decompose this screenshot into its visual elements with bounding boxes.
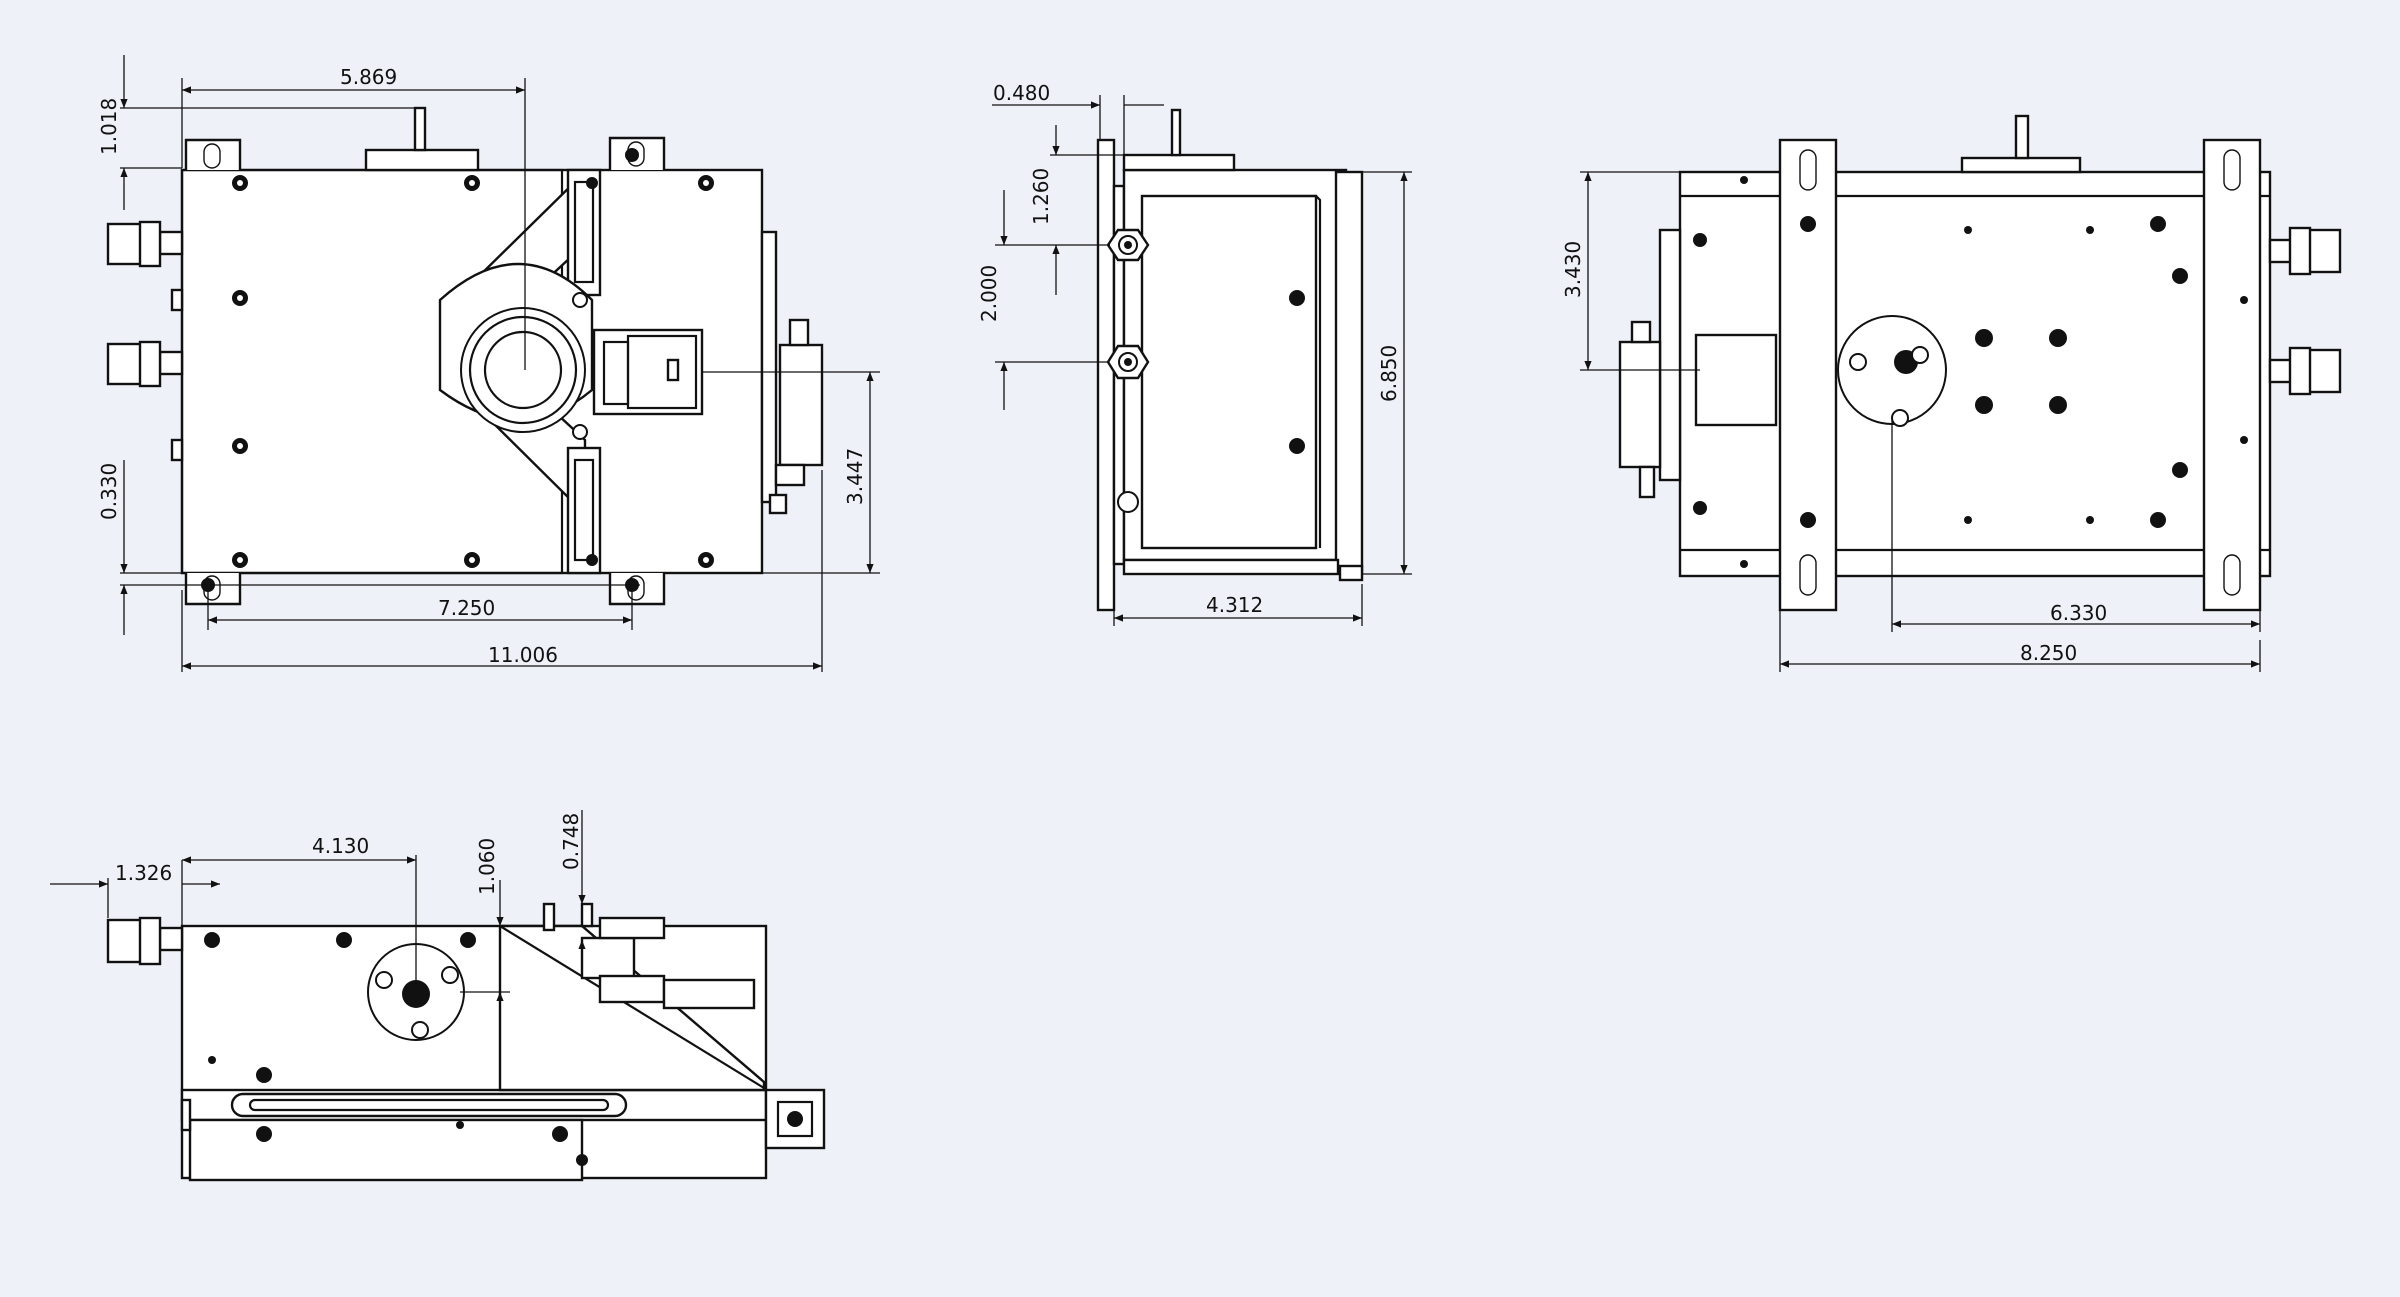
front-view: 5.869 1.018 0.330 3.447 7.250 11.006 bbox=[97, 55, 880, 672]
dim-0748: 0.748 bbox=[559, 813, 583, 870]
dim-4130: 4.130 bbox=[312, 834, 369, 858]
dim-7250: 7.250 bbox=[438, 596, 495, 620]
dim-3430: 3.430 bbox=[1561, 241, 1585, 298]
top-view: 4.130 1.326 1.060 0.748 bbox=[50, 810, 826, 1182]
dim-1326: 1.326 bbox=[115, 861, 172, 885]
dim-5869: 5.869 bbox=[340, 65, 397, 89]
dim-11006: 11.006 bbox=[488, 643, 558, 667]
dim-4312: 4.312 bbox=[1206, 593, 1263, 617]
dim-2000: 2.000 bbox=[977, 265, 1001, 322]
dim-1018: 1.018 bbox=[97, 98, 121, 155]
dim-1060: 1.060 bbox=[475, 838, 499, 895]
side-view: 0.480 1.260 2.000 6.850 4.312 bbox=[977, 81, 1412, 626]
dim-3447: 3.447 bbox=[843, 448, 867, 505]
dim-6850: 6.850 bbox=[1377, 345, 1401, 402]
dim-6330: 6.330 bbox=[2050, 601, 2107, 625]
dim-8250: 8.250 bbox=[2020, 641, 2077, 665]
dim-0480: 0.480 bbox=[993, 81, 1050, 105]
dim-0330: 0.330 bbox=[97, 463, 121, 520]
dim-1260: 1.260 bbox=[1029, 168, 1053, 225]
rear-view: 3.430 6.330 8.250 bbox=[1561, 114, 2342, 672]
